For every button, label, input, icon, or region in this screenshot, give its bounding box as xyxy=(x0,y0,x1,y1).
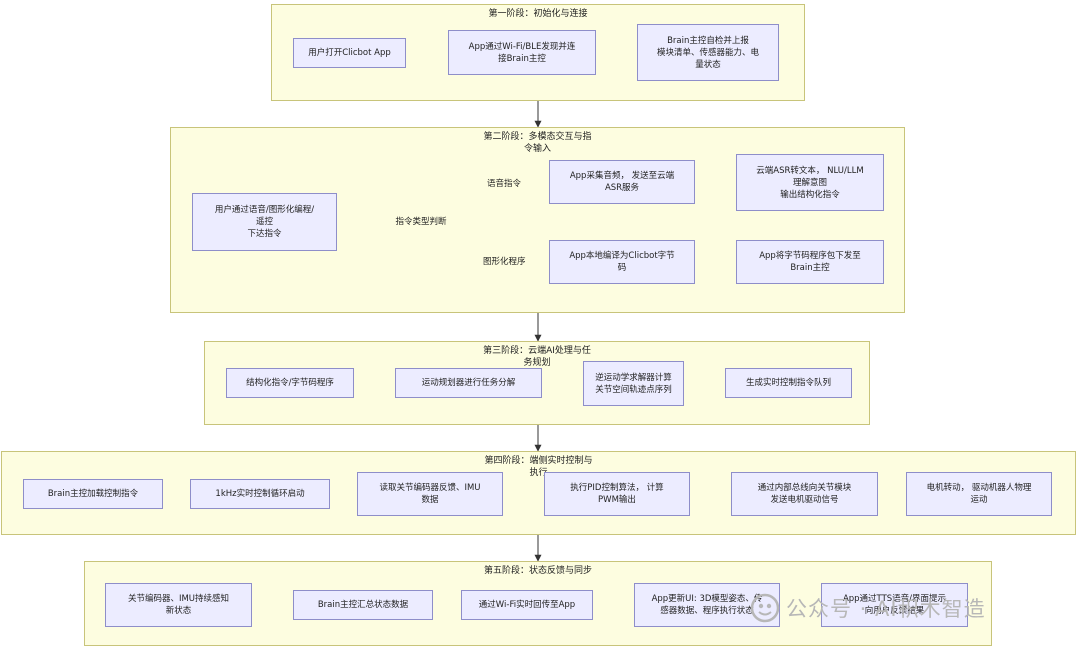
node-1khz-loop: 1kHz实时控制循环启动 xyxy=(190,479,330,509)
node-app-tts-feedback: App通过TTS语音/界面提示 向用户反馈结果 xyxy=(821,583,968,627)
node-brain-load-commands: Brain主控加载控制指令 xyxy=(23,479,163,509)
stage-1-title: 第一阶段：初始化与连接 xyxy=(488,9,588,19)
edge-label-graphic: 图形化程序 xyxy=(480,256,529,269)
node-sense-new-state: 关节编码器、IMU持续感知 新状态 xyxy=(105,583,252,627)
node-inverse-kinematics: 逆运动学求解器计算 关节空间轨迹点序列 xyxy=(583,361,684,406)
node-motor-rotation: 电机转动， 驱动机器人物理 运动 xyxy=(906,472,1052,516)
node-brain-self-check: Brain主控自检并上报 模块清单、传感器能力、电 量状态 xyxy=(637,24,779,81)
node-read-encoders-imu: 读取关节编码器反馈、IMU 数据 xyxy=(357,472,503,516)
stage-4-title: 第四阶段：端侧实时控制与 执行 xyxy=(484,456,593,478)
node-user-input: 用户通过语音/图形化编程/ 遥控 下达指令 xyxy=(192,193,337,251)
node-app-connect-brain: App通过Wi-Fi/BLE发现并连 接Brain主控 xyxy=(448,30,596,75)
stage-3-title: 第三阶段：云端AI处理与任 务规划 xyxy=(483,346,591,368)
node-brain-aggregate-state: Brain主控汇总状态数据 xyxy=(293,590,433,620)
node-bus-motor-signal: 通过内部总线向关节模块 发送电机驱动信号 xyxy=(731,472,878,516)
node-app-update-ui: App更新UI: 3D模型姿态、传 感器数据、程序执行状态 xyxy=(634,583,780,627)
stage-5-title: 第五阶段：状态反馈与同步 xyxy=(483,566,592,576)
wechat-official-account-icon xyxy=(750,593,780,623)
node-control-queue: 生成实时控制指令队列 xyxy=(725,368,852,398)
node-command-type-decision: 指令类型判断 xyxy=(395,217,447,227)
node-app-compile-bytecode: App本地编译为Clicbot字节 码 xyxy=(549,240,695,284)
watermark: 公众号 · AI积木智造 xyxy=(750,591,986,625)
node-app-send-bytecode: App将字节码程序包下发至 Brain主控 xyxy=(736,240,884,284)
node-motion-planner: 运动规划器进行任务分解 xyxy=(395,368,542,398)
node-cloud-asr-nlu: 云端ASR转文本， NLU/LLM 理解意图 输出结构化指令 xyxy=(736,154,884,211)
node-pid-control: 执行PID控制算法， 计算 PWM输出 xyxy=(544,472,690,516)
node-wifi-return-app: 通过Wi-Fi实时回传至App xyxy=(461,590,593,620)
stage-4-container: 第四阶段：端侧实时控制与 执行 xyxy=(1,451,1076,535)
node-open-app: 用户打开Clicbot App xyxy=(293,38,406,68)
edge-label-voice: 语音指令 xyxy=(484,178,525,191)
node-app-capture-audio: App采集音频， 发送至云端 ASR服务 xyxy=(549,160,695,204)
node-structured-command: 结构化指令/字节码程序 xyxy=(226,368,354,398)
watermark-text: 公众号 · AI积木智造 xyxy=(786,597,986,621)
stage-2-title: 第二阶段：多模态交互与指 令输入 xyxy=(483,132,592,154)
